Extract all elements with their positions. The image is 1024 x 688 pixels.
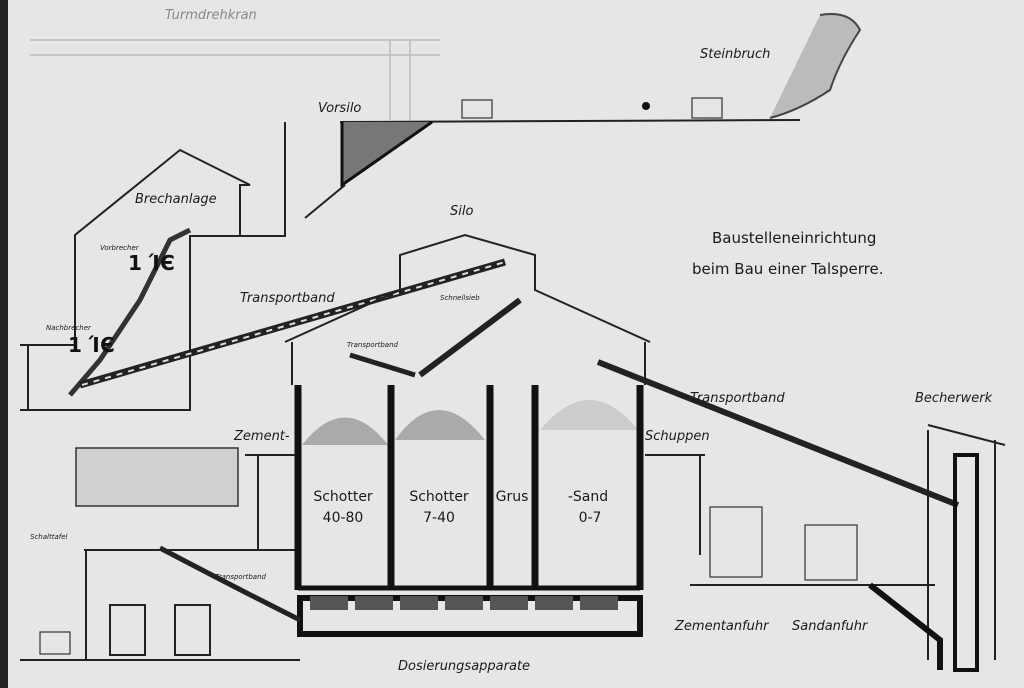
label-dosierungsapparate: Dosierungsapparate	[398, 659, 530, 674]
label-brechanlage: Brechanlage	[135, 192, 217, 207]
label-schuppen: Schuppen	[645, 429, 710, 444]
label-silo: Silo	[450, 204, 473, 219]
mixer-1	[109, 604, 146, 656]
silo-bins	[294, 385, 644, 590]
quarry-truck	[691, 97, 723, 119]
label-turmdrehkran: Turmdrehkran	[165, 8, 257, 23]
bin-2-range: 7-40	[423, 510, 455, 526]
pre-crusher-machine: 1 ΊЄ	[128, 251, 175, 275]
label-schnellsieb: Schnellsieb	[440, 294, 480, 302]
crusher-chute	[68, 227, 192, 397]
sand-truck	[804, 524, 858, 581]
label-vorsilo: Vorsilo	[318, 101, 361, 116]
label-nachbrecher: Nachbrecher	[46, 324, 92, 332]
quarry-cliff	[769, 13, 862, 119]
film-edge	[0, 0, 8, 688]
mixer-floor	[84, 549, 295, 660]
bin-2-name: Schotter	[409, 489, 469, 505]
mine-cart	[39, 631, 71, 655]
bin-4-range: 0-7	[579, 510, 602, 526]
label-schalttafel: Schalttafel	[30, 533, 68, 541]
cement-truck	[709, 506, 763, 578]
label-zementanfuhr: Zementanfuhr	[674, 619, 770, 634]
quarry-ground	[339, 119, 801, 123]
bin-4-name: -Sand	[568, 489, 608, 505]
cement-shed	[645, 454, 705, 555]
material-piles	[302, 400, 638, 445]
terrain-steps	[20, 122, 286, 411]
label-steinbruch: Steinbruch	[700, 47, 770, 62]
quarry-truck	[461, 99, 493, 119]
conveyor-lower	[158, 545, 302, 623]
label-sandanfuhr: Sandanfuhr	[792, 619, 869, 634]
label-transportband-small: Transportband	[347, 341, 399, 349]
silo-roof	[284, 233, 651, 343]
title-line-2: beim Bau einer Talsperre.	[692, 260, 883, 278]
crusher-house	[20, 148, 251, 346]
label-becherwerk: Becherwerk	[915, 391, 993, 406]
bin-1-range: 40-80	[323, 510, 364, 526]
title-line-1: Baustelleneinrichtung	[712, 229, 876, 247]
bin-1-name: Schotter	[313, 489, 373, 505]
bin-3-name: Grus	[496, 489, 529, 505]
label-zement: Zement-	[233, 429, 290, 444]
mixing-shed-roof	[75, 447, 239, 507]
pre-silo	[340, 120, 433, 188]
conveyor-right	[596, 359, 960, 508]
label-transportband-right: Transportband	[690, 391, 785, 406]
label-transportband-lower: Transportband	[215, 573, 267, 581]
bucket-elevator	[927, 424, 1006, 660]
post-crusher-machine: 1 ΊЄ	[68, 333, 115, 357]
label-transportband-upper: Transportband	[240, 291, 335, 306]
label-vorbrecher: Vorbrecher	[100, 244, 140, 252]
tower-crane	[30, 39, 440, 120]
mixer-2	[174, 604, 211, 656]
